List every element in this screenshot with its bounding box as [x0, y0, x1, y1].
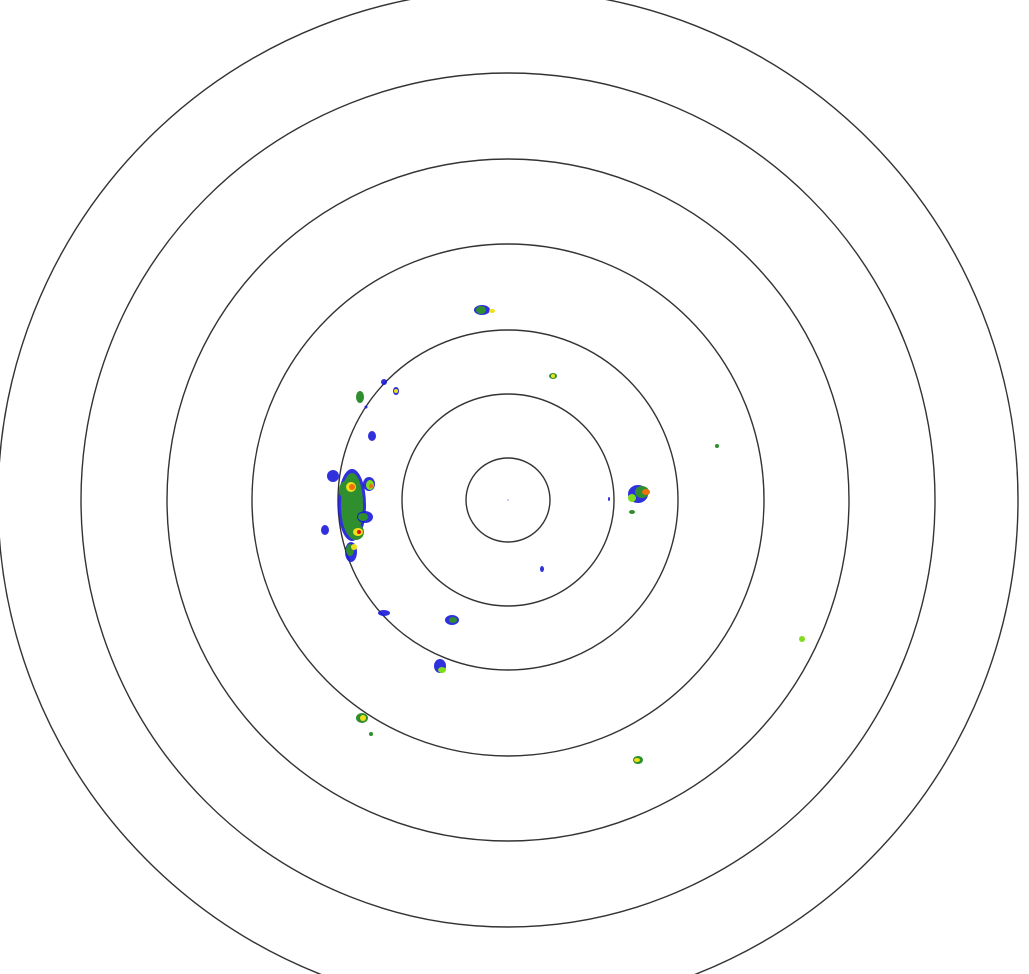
range-ring-5 [166, 158, 850, 842]
echo-cell [358, 513, 368, 521]
echo-cell [351, 544, 357, 550]
echo-cell [628, 494, 636, 502]
echo-cell [608, 497, 610, 501]
echo-cell [356, 391, 364, 403]
echo-cell [364, 405, 368, 409]
echo-cell [476, 306, 486, 314]
range-ring-2 [401, 393, 615, 607]
radar-site-marker [507, 499, 509, 501]
echo-cell [369, 484, 373, 488]
range-ring-3 [337, 329, 679, 671]
echo-cell [360, 715, 366, 721]
echo-cell [799, 636, 805, 642]
echo-cell [715, 444, 719, 448]
echo-cell [449, 617, 457, 623]
echo-cell [489, 309, 495, 313]
range-ring-6 [80, 72, 936, 928]
echo-cell [634, 758, 640, 762]
echo-cell [357, 530, 361, 534]
echo-cell [381, 379, 387, 385]
echo-cell [394, 389, 398, 393]
echo-cell [551, 374, 555, 378]
echo-cell [642, 489, 650, 495]
echo-cell [438, 667, 446, 673]
echo-cell [321, 525, 329, 535]
precipitation-echoes [321, 305, 805, 764]
echo-cell [368, 431, 376, 441]
echo-cell [327, 470, 339, 482]
range-ring-4 [251, 243, 765, 757]
range-ring-1 [465, 457, 551, 543]
echo-cell [349, 484, 355, 490]
echo-cell [369, 732, 373, 736]
echo-cell [540, 566, 544, 572]
echo-cell [629, 510, 635, 514]
echo-cell [378, 610, 390, 616]
